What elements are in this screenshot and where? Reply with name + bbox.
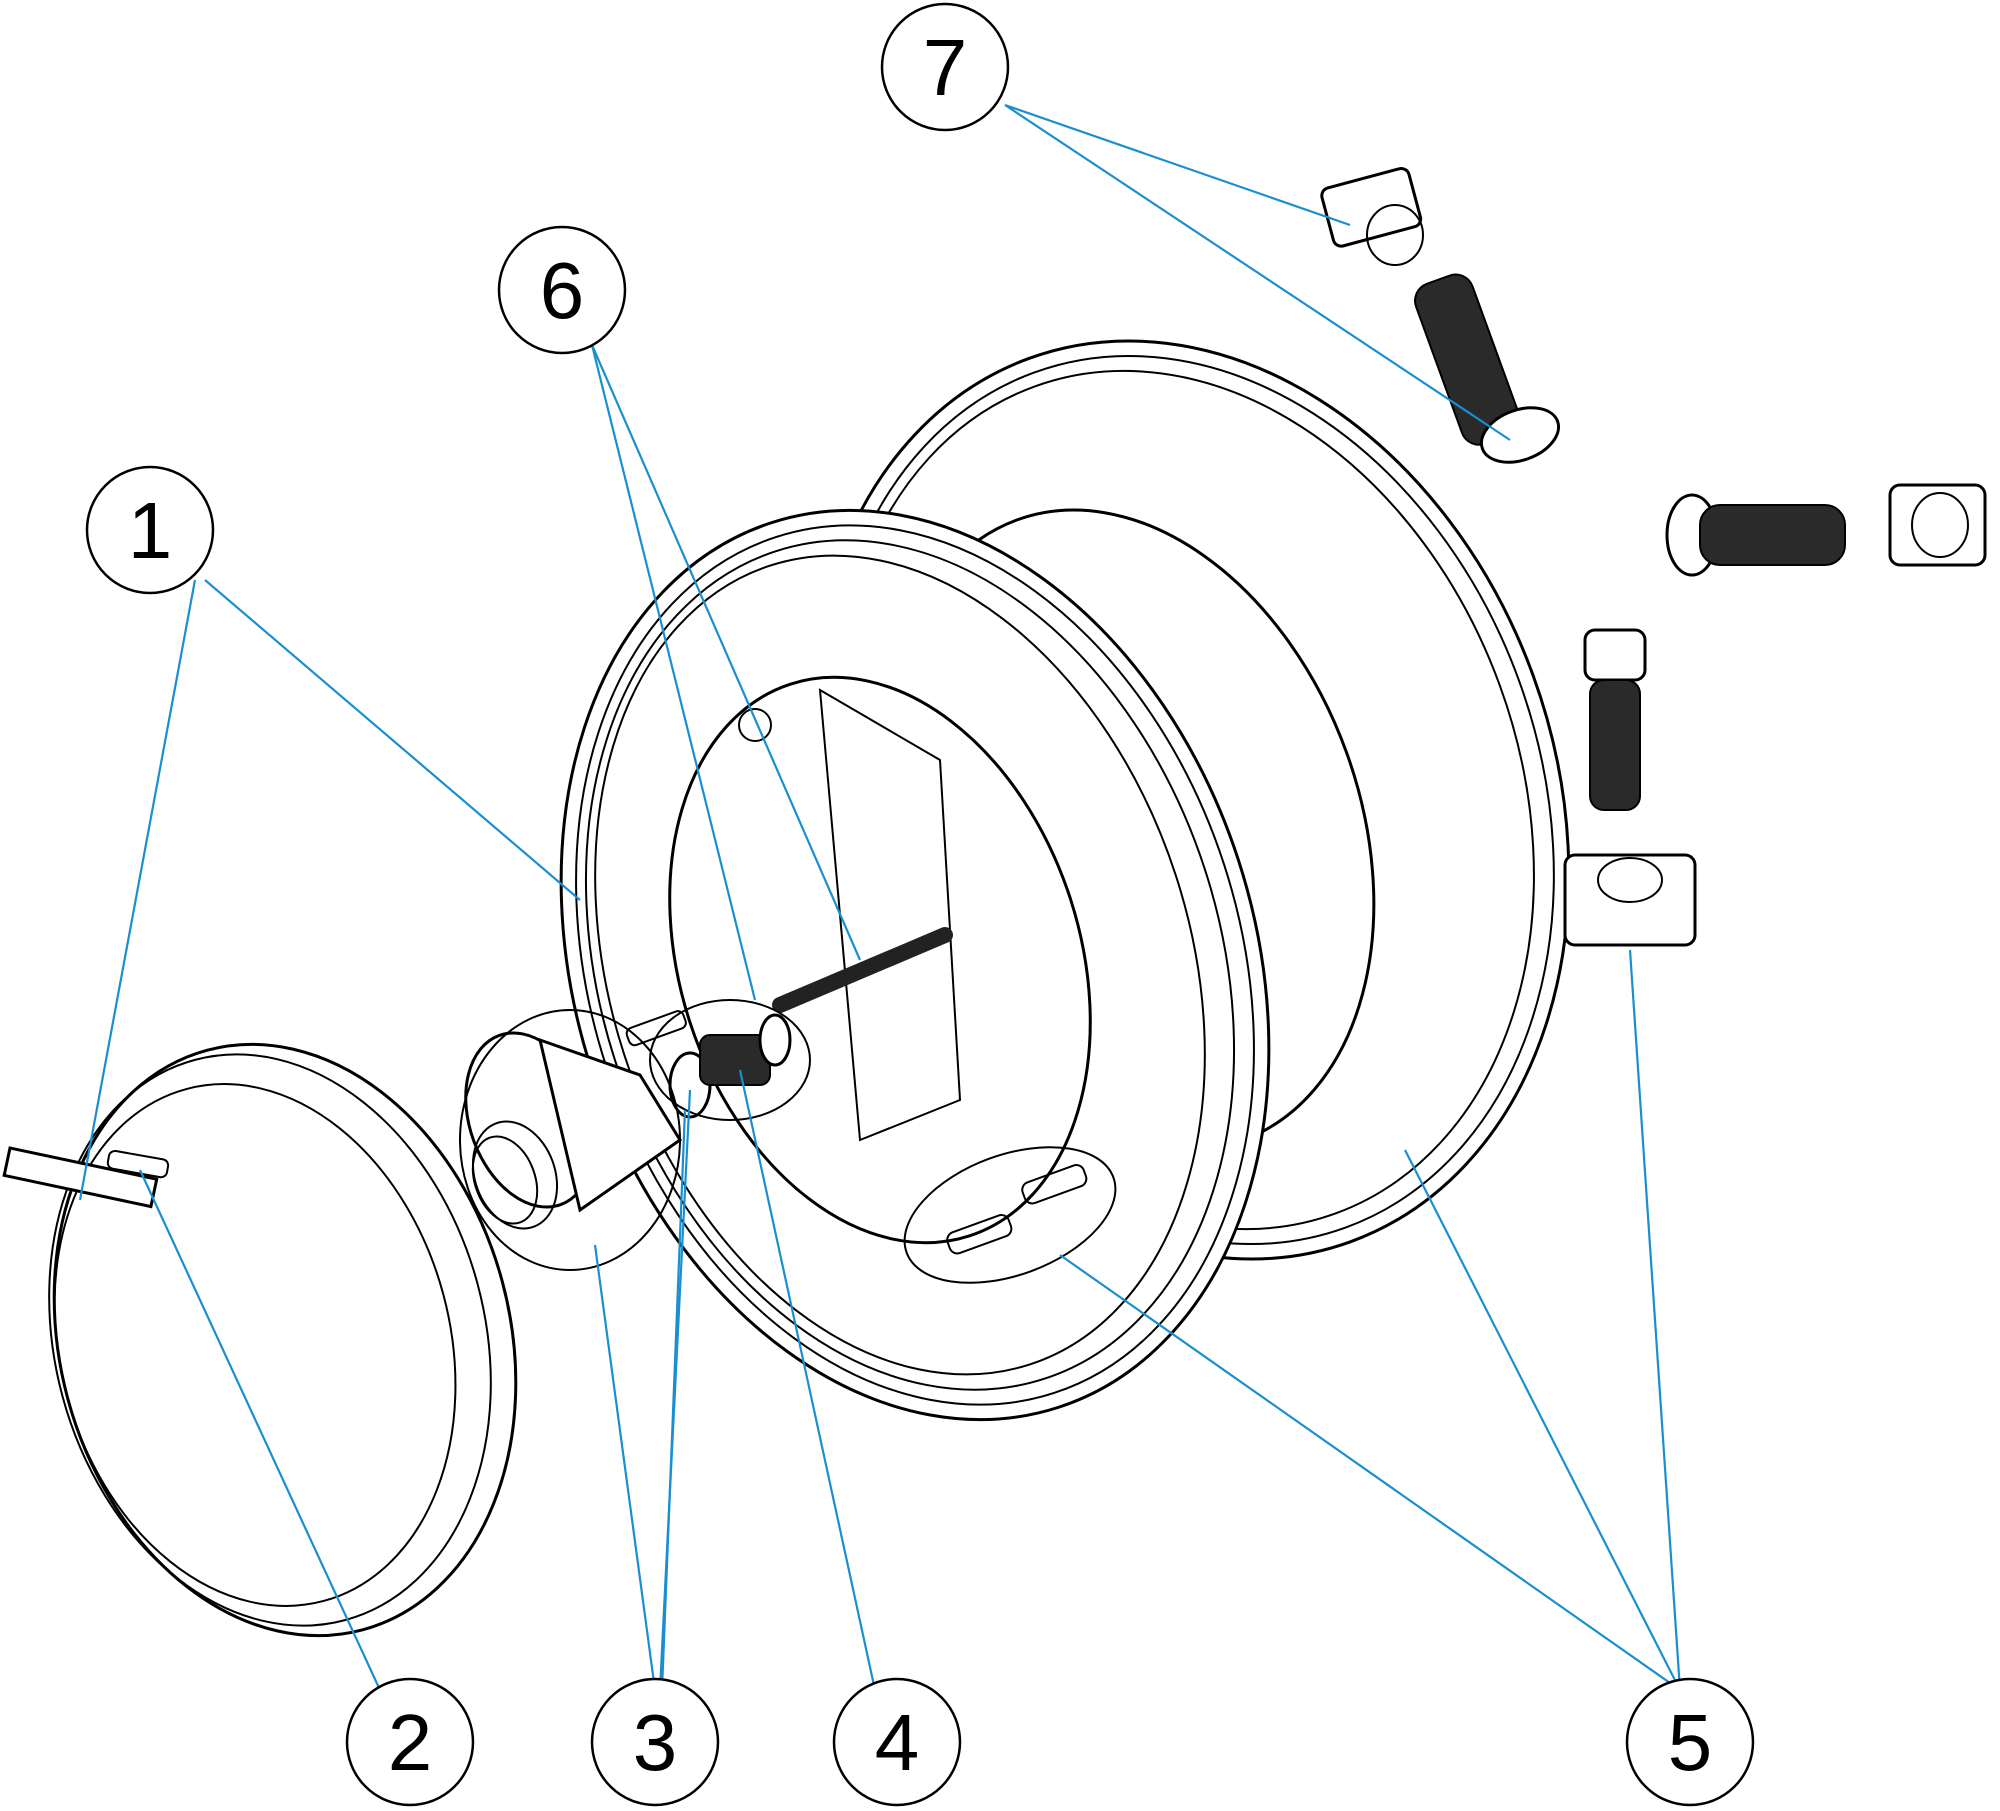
callout-5: 5 — [1625, 1677, 1755, 1807]
highlight-screws — [903, 1146, 1117, 1284]
callout-4: 4 — [832, 1677, 962, 1807]
front-lens-cover — [2, 1042, 518, 1638]
svg-text:7: 7 — [923, 23, 968, 112]
svg-text:5: 5 — [1668, 1698, 1713, 1787]
svg-text:1: 1 — [128, 486, 173, 575]
bolt-lower — [1583, 628, 1647, 811]
highlight-lamp-body — [459, 1009, 681, 1271]
front-bezel-ring — [559, 508, 1271, 1422]
bolt-top — [1414, 273, 1561, 464]
bolt-right — [1665, 493, 1846, 577]
cable-gland — [668, 1013, 792, 1119]
highlight-gland — [649, 999, 811, 1121]
fixing-clip-right — [1888, 483, 1987, 567]
power-cable — [772, 927, 953, 1013]
svg-text:2: 2 — [388, 1698, 433, 1787]
fixing-clip-top — [1320, 167, 1424, 266]
svg-text:6: 6 — [540, 246, 585, 335]
svg-text:4: 4 — [875, 1698, 920, 1787]
callout-6: 6 — [497, 225, 627, 355]
mounting-screws — [625, 708, 1088, 1255]
callout-7: 7 — [880, 2, 1010, 132]
callout-2: 2 — [345, 1677, 475, 1807]
leader-lines — [78, 103, 1682, 1691]
callout-3: 3 — [590, 1677, 720, 1807]
callout-1: 1 — [85, 465, 215, 595]
svg-text:3: 3 — [633, 1698, 678, 1787]
fixing-clip-lower — [1563, 853, 1697, 947]
